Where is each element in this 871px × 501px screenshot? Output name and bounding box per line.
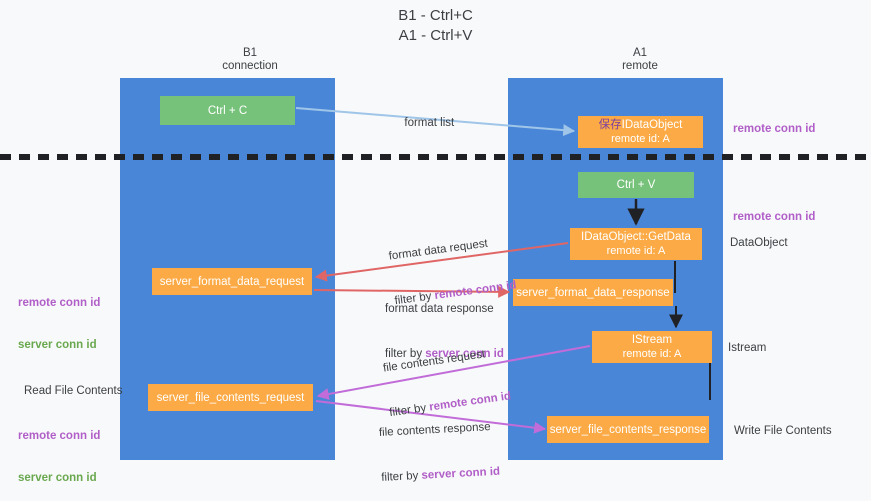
node-server-format-data-request[interactable]: server_format_data_request	[152, 268, 312, 295]
annotation-read-file-contents: Read File Contents	[24, 385, 123, 397]
node-server-file-contents-response[interactable]: server_file_contents_response	[547, 416, 709, 443]
annotation-left-bottom-remote: remote conn id	[18, 430, 101, 442]
node-getdata-label: IDataObject::GetData	[581, 231, 691, 243]
edge-label-format-data-request-text: format data request	[388, 237, 489, 263]
edge-label-format-data-response-text: format data response	[385, 303, 494, 315]
node-server-format-data-request-label: server_format_data_request	[159, 275, 305, 288]
node-idataobject-label: 保存IDataObject	[599, 118, 683, 132]
arrow-file-contents-request	[316, 345, 591, 400]
arrow-format-list	[295, 107, 576, 137]
node-getdata[interactable]: IDataObject::GetData remote id: A	[570, 228, 702, 260]
arrow-format-data-response	[313, 285, 511, 298]
annotation-write-file-contents: Write File Contents	[734, 425, 832, 437]
annotation-right-mid-remote: remote conn id	[733, 211, 816, 223]
page-title: B1 - Ctrl+C A1 - Ctrl+V	[398, 7, 473, 44]
node-ctrl-c-label: Ctrl + C	[207, 104, 248, 117]
filter-key-server-conn-id-2: server conn id	[421, 465, 501, 482]
annotation-left-mid-remote: remote conn id	[18, 297, 101, 309]
annotation-right-top-remote: remote conn id	[733, 123, 816, 135]
node-idataobject-name: IDataObject	[621, 119, 683, 131]
node-istream[interactable]: IStream remote id: A	[592, 331, 712, 363]
node-ctrl-v-label: Ctrl + V	[616, 179, 656, 191]
annotation-left-mid-server: server conn id	[18, 339, 97, 351]
node-idataobject-sub: remote id: A	[611, 133, 670, 145]
node-ctrl-c[interactable]: Ctrl + C	[160, 96, 295, 125]
swimlane-header-a1: A1 remote	[622, 47, 658, 72]
annotation-istream: Istream	[728, 342, 767, 354]
edge-label-file-contents-response-text: file contents response	[378, 421, 491, 439]
node-server-file-contents-request-label: server_file_contents_request	[156, 391, 305, 404]
annotation-left-bottom: remote conn id server conn id	[18, 401, 100, 499]
annotation-left-bottom-server: server conn id	[18, 472, 97, 484]
node-ctrl-v[interactable]: Ctrl + V	[578, 172, 694, 198]
annotation-dataobject: DataObject	[730, 237, 788, 249]
annotation-left-mid: remote conn id server conn id	[18, 268, 100, 366]
node-idataobject[interactable]: 保存IDataObject remote id: A	[578, 116, 703, 148]
node-server-file-contents-request[interactable]: server_file_contents_request	[148, 384, 313, 411]
edge-label-format-list-text: format list	[404, 117, 455, 129]
node-idataobject-prefix: 保存	[598, 119, 622, 131]
node-server-format-data-response-label: server_format_data_response	[516, 286, 670, 299]
node-istream-sub: remote id: A	[622, 348, 682, 360]
edge-label-file-contents-response-filter: filter by server conn id	[380, 465, 501, 484]
node-istream-label: IStream	[631, 334, 673, 346]
edge-label-format-data-response-filter: filter by server conn id	[385, 348, 504, 360]
edge-label-file-contents-response: file contents response filter by server …	[377, 390, 501, 501]
node-server-format-data-response[interactable]: server_format_data_response	[513, 279, 673, 306]
arrow-getdata-down	[674, 261, 676, 293]
edge-label-format-list: format list	[398, 101, 454, 131]
filter-key-server-conn-id: server conn id	[425, 348, 504, 360]
arrow-file-contents-response	[315, 400, 547, 434]
node-getdata-sub: remote id: A	[606, 245, 666, 257]
node-server-file-contents-response-label: server_file_contents_response	[549, 423, 707, 436]
edge-label-format-data-response: format data response filter by server co…	[385, 272, 504, 377]
swimlane-header-b1: B1 connection	[222, 47, 278, 72]
arrow-format-data-request	[314, 242, 569, 282]
edge-label-file-contents-request-text: file contents request	[382, 348, 486, 375]
